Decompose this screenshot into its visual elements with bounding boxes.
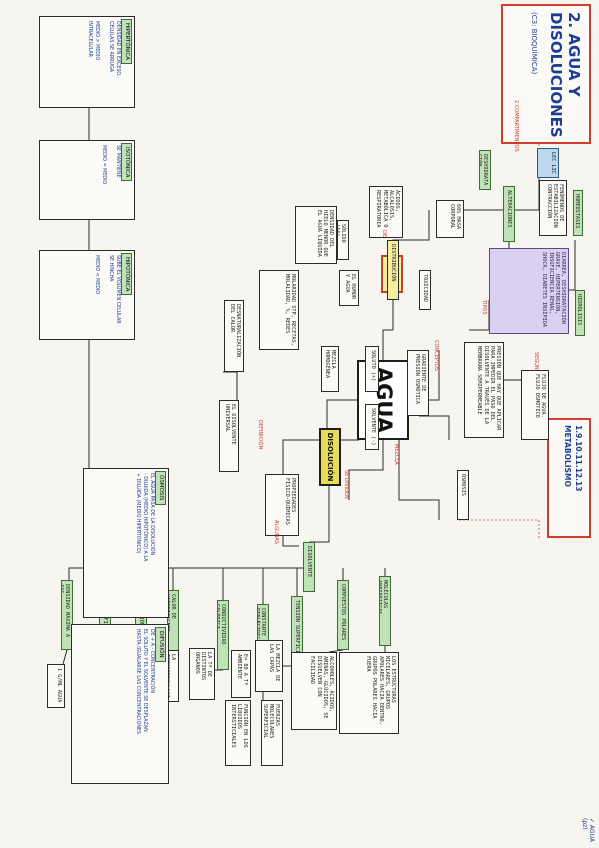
node-propiedades: PROPIEDADES FÍSICO-QUÍMICAS bbox=[265, 474, 299, 536]
node-osmosis: ÓSMOSIS bbox=[457, 470, 469, 520]
node-funcion_enc: FUNCIÓN EN LOS LÍQUIDOS INTERSTICIALES bbox=[225, 700, 251, 766]
node-micelas: LOS ESTRUCTURAS MICELARES, GRUPOS APOLAR… bbox=[339, 652, 399, 734]
link-label: DE bbox=[381, 230, 387, 238]
title-subtitle: (C3: BIOQUÍMICA) bbox=[530, 12, 538, 75]
panel-text-line: + DILUIDA (MEDIO HIPERTÓNICO) bbox=[135, 473, 140, 554]
title-text: 2. AGUA Y DISOLUCIONES bbox=[547, 12, 583, 138]
panel-header: HIPERTÓNICA bbox=[121, 19, 132, 64]
node-sintomas: DIARREA, DESHIDRATACIÓN GRAVE, HIPERTENS… bbox=[489, 248, 569, 334]
node-valor_80: ε= 80 a Tª ambiente bbox=[231, 650, 251, 698]
panel-text-line: MEDIO > MEDIO bbox=[94, 21, 99, 61]
node-universal: EL DISOLVENTE UNIVERSAL bbox=[219, 400, 239, 472]
panel-text-line: SE HINCHA bbox=[108, 255, 113, 282]
signature: ✓ AGUA (pz) bbox=[581, 818, 595, 843]
node-disolucion: DISOLUCIÓN bbox=[319, 428, 341, 486]
panel-text-line: DE + A - CONCENTRACIÓN bbox=[149, 629, 154, 693]
node-presion_def: PRESIÓN QUE HAY QUE APLICAR PARA IMPEDIR… bbox=[464, 342, 504, 438]
panel-text-line: CÉLULAS SE ARRUGA bbox=[108, 21, 113, 73]
node-deshidratacion: DESHIDRATACIÓN bbox=[479, 150, 491, 190]
panel-header: ÓSMOSIS bbox=[155, 471, 166, 505]
panel-header: DIFUSIÓN bbox=[155, 627, 166, 662]
node-desnaturalizacion: DESNATURALIZACIÓN DEL CALOR bbox=[224, 300, 244, 372]
panel-text-line: SUBE EL VOLUMEN CELULAR bbox=[115, 255, 120, 324]
link-label: SE DIVIDEN bbox=[343, 470, 349, 499]
node-lec: LEC LIC bbox=[537, 148, 559, 178]
link-label: ALGUNAS bbox=[273, 520, 279, 545]
node-distribucion: DISTRIBUCIÓN bbox=[387, 240, 399, 300]
node-flujo: FLUJO DE AGUA. FLUJO OSMÓTICO bbox=[521, 370, 549, 440]
node-solvente: SOLVENTE (-) bbox=[365, 404, 379, 450]
node-fuerzas: FUERZAS MOLECULARES SUPERFICIAL bbox=[261, 700, 283, 766]
node-homeostasis: HOMEOSTASIS bbox=[573, 190, 583, 236]
node-polares: COMPUESTOS POLARES bbox=[337, 580, 349, 650]
node-alteraciones: ALTERACIONES bbox=[503, 186, 515, 242]
panel-header: ISOTÓNICA bbox=[121, 143, 132, 182]
panel-text-line: HASTA IGUALARSE LAS CONCENTRACIONES bbox=[135, 629, 140, 735]
node-dens_agua: 1 g/ml AGUA bbox=[47, 664, 65, 708]
node-alcoholes: ALCOHOLES, ÁCIDOS, AMINAS, GLÚCIDOS, SE … bbox=[291, 652, 337, 730]
node-mezcla_capas: LA MEZCLA DE LAS CAPAS bbox=[255, 640, 283, 692]
metabolism-box: 1.9.10.11.12.13 METABOLISMO bbox=[547, 418, 591, 538]
node-solido: SÓLIDO (AA) bbox=[337, 220, 349, 260]
link-label: CONCEPTOS bbox=[433, 340, 439, 371]
panel-header: HIPOTÓNICA bbox=[121, 253, 132, 296]
node-hidrolisis: HIDRÓLISIS bbox=[575, 290, 585, 336]
node-disolvente: DISOLVENTE bbox=[303, 542, 315, 592]
panel-text-line: INTRACELULAR bbox=[87, 21, 92, 57]
node-temp_org: LA Tª DE DISTINTOS ÓRGANOS bbox=[189, 648, 215, 700]
link-label: MEZCLA bbox=[393, 444, 399, 465]
panel-text-line: EL AGUA PASA DE LA DISOLUCIÓN bbox=[149, 473, 154, 556]
link-label: TIPOS bbox=[481, 300, 487, 315]
node-molaridad: MOLARIDAD STP, RECETAS, MOLALIDAD, %, RE… bbox=[259, 270, 299, 350]
panel-text-line: SE MANTIENE bbox=[115, 145, 120, 178]
panel-text-line: EL SOLUTO Y EL SOLVENTE SE DESPLAZAN bbox=[142, 629, 147, 732]
link-label: 2 COMPARTIMENTOS bbox=[513, 100, 519, 152]
panel-text-line: - DILUIDA (MEDIO HIPOTÓNICO) A LA bbox=[142, 473, 147, 562]
node-humedad: EL HUMOR Y AGUA bbox=[339, 270, 359, 306]
link-label: SEGÚN bbox=[533, 352, 539, 370]
node-mezcla: MEZCLA HOMOGÉNEA bbox=[321, 346, 339, 392]
panel-text-line: DENSIDAD EN EXCESO, bbox=[115, 21, 120, 77]
node-gradiente: GRADIENTE DE PRESIÓN OSMÓTICA bbox=[407, 350, 429, 416]
node-conductividad: CONDUCTIVIDAD CALÓRICA bbox=[217, 600, 229, 670]
node-soluto: SOLUTO (+) bbox=[365, 346, 379, 392]
node-nacionales: FENÓMENOS DE ESTABILIZACIÓN CONTRACCIÓN bbox=[539, 180, 567, 236]
node-densidad_agua: DENSIDAD DEL HIELO MENOR QUE EL AGUA LÍQ… bbox=[295, 206, 337, 264]
node-anfipaticas: MOLÉCULAS ANFIPÁTICAS bbox=[379, 576, 391, 646]
panel-text-line: MEDIO < MEDIO bbox=[94, 255, 99, 295]
panel-text-line: MEDIO = MEDIO bbox=[101, 145, 106, 185]
node-toxicidad: TOXICIDAD bbox=[419, 270, 431, 310]
link-label: DEFINICIÓN bbox=[257, 420, 263, 450]
node-masa: 60% MASA CORPORAL bbox=[436, 200, 464, 238]
